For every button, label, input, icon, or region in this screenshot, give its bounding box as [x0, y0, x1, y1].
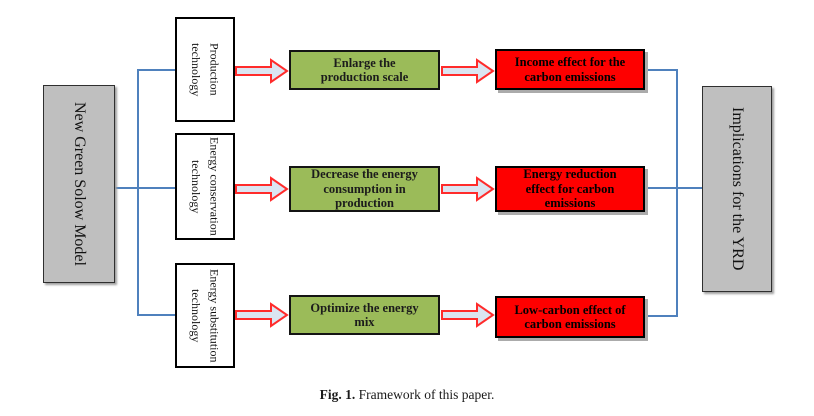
effect-box-low-carbon: Low-carbon effect of carbon emissions [495, 296, 645, 338]
flow-arrow-icon [235, 58, 289, 84]
figure-caption-label: Fig. 1. [319, 387, 356, 402]
technology-box-energy-conservation: Energy conservation technology [175, 133, 235, 240]
technology-label: Energy substitution technology [189, 268, 222, 363]
connector-line-left-bottom [137, 314, 176, 316]
technology-box-production: Production technology [175, 17, 235, 122]
flow-arrow-icon [441, 302, 495, 328]
flow-arrow-icon [441, 58, 495, 84]
technology-box-energy-substitution: Energy substitution technology [175, 263, 235, 368]
connector-line-right-middle [645, 187, 703, 189]
effect-label: Energy reduction effect for carbon emiss… [523, 167, 617, 211]
source-node-box: New Green Solow Model [43, 85, 115, 283]
flow-arrow-icon [235, 176, 289, 202]
technology-label: Energy conservation technology [189, 137, 222, 236]
sink-node-box: Implications for the YRD [702, 86, 772, 292]
mechanism-label: Enlarge the production scale [320, 55, 409, 85]
connector-line-left-middle [114, 187, 176, 189]
source-node-label: New Green Solow Model [70, 102, 88, 266]
sink-node-label: Implications for the YRD [728, 107, 746, 271]
connector-line-left-spine [137, 69, 139, 316]
mechanism-box-enlarge-scale: Enlarge the production scale [289, 50, 440, 90]
connector-line-left-top [137, 69, 176, 71]
figure-caption-text: Framework of this paper. [358, 387, 495, 402]
mechanism-label: Decrease the energy consumption in produ… [311, 167, 418, 211]
connector-line-right-spine [676, 69, 678, 317]
effect-label: Low-carbon effect of carbon emissions [514, 302, 626, 332]
mechanism-box-optimize-mix: Optimize the energy mix [289, 295, 440, 335]
flow-arrow-icon [235, 302, 289, 328]
mechanism-box-decrease-consumption: Decrease the energy consumption in produ… [289, 166, 440, 212]
technology-label: Production technology [189, 42, 222, 97]
effect-box-income: Income effect for the carbon emissions [495, 49, 645, 90]
connector-line-right-bottom [645, 315, 678, 317]
effect-box-energy-reduction: Energy reduction effect for carbon emiss… [495, 166, 645, 212]
figure-caption: Fig. 1. Framework of this paper. [0, 387, 814, 403]
effect-label: Income effect for the carbon emissions [514, 55, 626, 84]
flow-arrow-icon [441, 176, 495, 202]
mechanism-label: Optimize the energy mix [310, 300, 419, 330]
connector-line-right-top [645, 69, 678, 71]
